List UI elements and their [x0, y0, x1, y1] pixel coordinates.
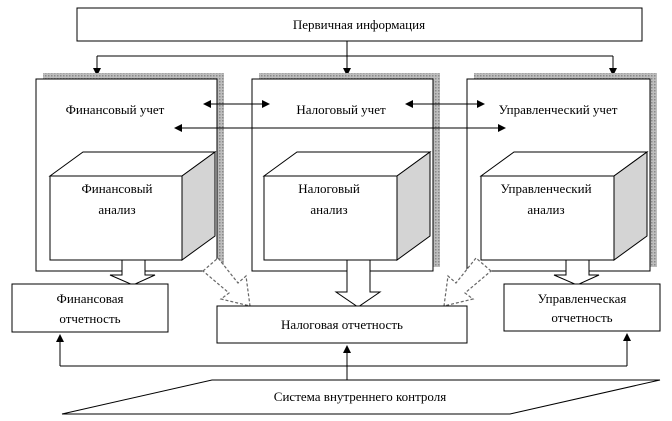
financial-down-arrow	[109, 259, 156, 286]
management-accounting-label: Управленческий учет	[499, 102, 618, 117]
financial-analysis-line2: анализ	[98, 202, 135, 217]
financial-analysis-cube	[49, 175, 183, 261]
arrowhead	[498, 124, 506, 132]
financial-reporting-line1: Финансовая	[57, 291, 124, 306]
arrowhead	[405, 100, 413, 108]
arrowhead	[203, 100, 211, 108]
primary-info-box	[76, 7, 643, 42]
arrowhead	[174, 124, 182, 132]
arrowhead	[623, 333, 631, 341]
tax-analysis-line2: анализ	[310, 202, 347, 217]
arrowhead	[93, 68, 101, 76]
management-down-arrow	[553, 259, 600, 286]
financial-reporting-line2: отчетность	[59, 311, 120, 326]
tax-accounting-label: Налоговый учет	[296, 102, 386, 117]
tax-down-arrow	[334, 259, 382, 308]
arrowhead	[477, 100, 485, 108]
financial-reporting-box	[11, 283, 169, 333]
arrowhead	[609, 68, 617, 76]
tax-analysis-cube	[263, 175, 398, 261]
arrowhead	[343, 68, 351, 76]
financial-accounting-label: Финансовый учет	[66, 102, 165, 117]
arrowhead	[262, 100, 270, 108]
tax-analysis-line1: Налоговый	[298, 181, 360, 196]
financial-to-tax-dashed-arrow	[202, 257, 251, 307]
management-reporting-box	[503, 283, 661, 332]
internal-control-box	[61, 379, 661, 415]
tax-reporting-label: Налоговая отчетность	[281, 317, 403, 332]
tax-reporting-box	[216, 305, 468, 344]
internal-control-label: Система внутреннего контроля	[274, 389, 446, 404]
arrowhead	[343, 345, 351, 353]
financial-analysis-line1: Финансовый	[81, 181, 152, 196]
management-to-tax-dashed-arrow	[443, 257, 492, 307]
primary-info-label: Первичная информация	[293, 17, 425, 32]
management-reporting-line1: Управленческая	[538, 291, 627, 306]
management-analysis-cube	[480, 175, 615, 261]
arrowhead	[56, 334, 64, 342]
management-analysis-line2: анализ	[527, 202, 564, 217]
management-reporting-line2: отчетность	[551, 310, 612, 325]
management-analysis-line1: Управленческий	[500, 181, 591, 196]
